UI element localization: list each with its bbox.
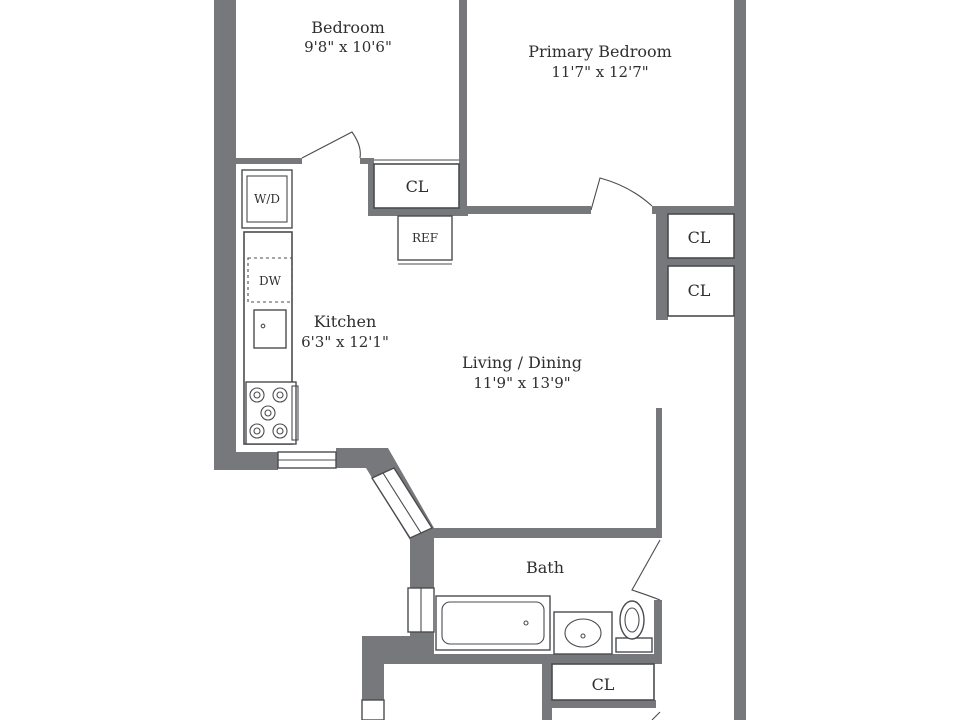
wall-closet-bottom	[368, 208, 468, 216]
wall-living-right-lower	[656, 408, 662, 538]
closet-bedroom	[373, 163, 460, 209]
door-primary	[590, 177, 653, 211]
kitchen-dims: 6'3" x 12'1"	[301, 333, 389, 351]
wall-bedroom-bottom-left	[236, 158, 302, 164]
refrigerator-label: REF	[412, 231, 438, 245]
door-bath	[631, 539, 661, 601]
primary-bedroom-dims: 11'7" x 12'7"	[551, 63, 648, 81]
walls	[214, 0, 746, 720]
wall-bath-bottom	[362, 636, 660, 720]
wall-left-exterior	[214, 0, 278, 470]
wall-closets-divider	[656, 258, 734, 266]
wall-bath-left	[410, 528, 434, 588]
closet-bottom-label: CL	[592, 675, 615, 694]
doors	[301, 131, 661, 720]
wall-closet-bottom-top	[552, 700, 656, 708]
door-bottom	[651, 711, 661, 720]
washer-dryer-label: W/D	[254, 192, 280, 206]
bath-sink	[564, 618, 602, 648]
kitchen-name: Kitchen	[314, 312, 377, 331]
kitchen-fixtures	[241, 169, 453, 445]
toilet-tank	[615, 637, 653, 653]
bath-fixtures	[435, 595, 653, 655]
kitchen-sink	[253, 309, 287, 349]
wall-primary-bottom-right	[652, 206, 734, 214]
window-bottom	[361, 699, 385, 720]
wall-bath-top	[410, 528, 660, 538]
closet-right-upper	[667, 213, 735, 259]
bedroom-name: Bedroom	[311, 18, 385, 37]
dishwasher-label: DW	[259, 274, 282, 288]
labels: Bedroom 9'8" x 10'6" Primary Bedroom 11'…	[254, 18, 711, 694]
wall-closet-left	[368, 158, 374, 216]
vanity	[553, 611, 613, 655]
washer-dryer	[241, 169, 293, 229]
living-dining-dims: 11'9" x 13'9"	[473, 374, 570, 392]
wall-primary-bottom	[467, 206, 591, 214]
bedroom-dims: 9'8" x 10'6"	[304, 38, 392, 56]
bath-name: Bath	[526, 558, 564, 577]
closet-bottom	[551, 663, 655, 701]
closets	[373, 159, 735, 701]
wall-right-exterior	[734, 0, 746, 720]
refrigerator	[397, 215, 453, 261]
closet-bedroom-label: CL	[406, 177, 429, 196]
bathtub	[435, 595, 551, 651]
windows	[277, 451, 435, 720]
wall-closet-bottom-left	[542, 664, 552, 720]
living-dining-name: Living / Dining	[462, 353, 582, 372]
door-bedroom	[301, 131, 361, 159]
toilet-bowl	[619, 600, 645, 640]
wall-bedroom-bottom-right	[360, 158, 374, 164]
closet-right-lower-label: CL	[688, 281, 711, 300]
wall-bath-right	[654, 600, 662, 664]
dishwasher	[247, 257, 293, 303]
wall-bedroom-partition	[459, 0, 467, 216]
primary-bedroom-name: Primary Bedroom	[528, 42, 672, 61]
stove-burners	[249, 387, 288, 439]
closet-right-upper-label: CL	[688, 228, 711, 247]
